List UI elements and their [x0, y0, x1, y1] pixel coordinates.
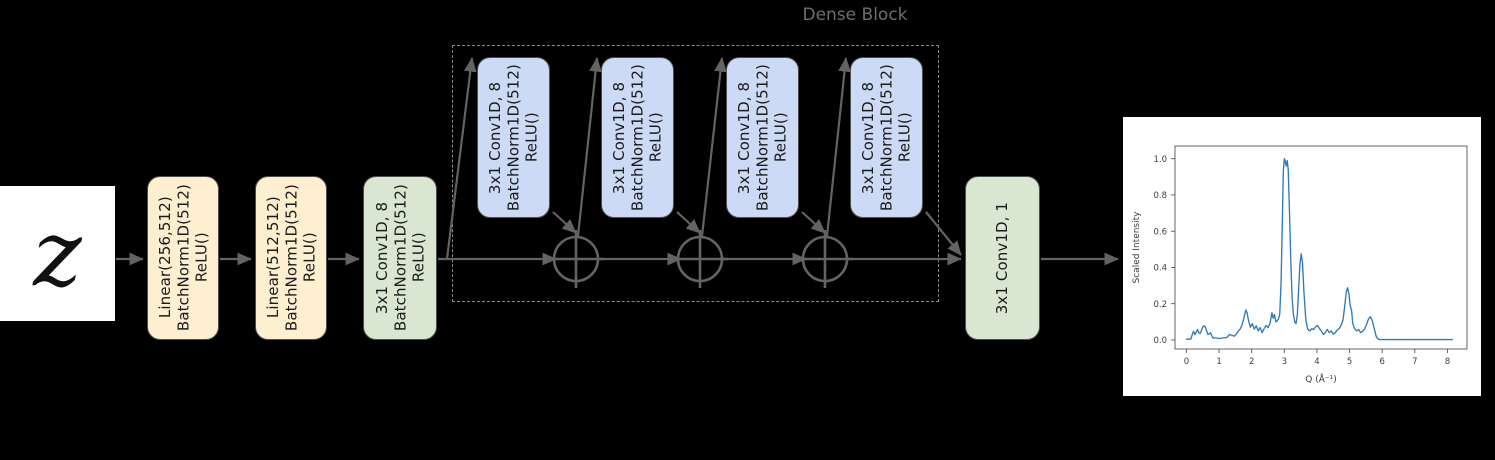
output-diffraction-chart: 0 1 2 3 4 5 6 7 8 0.0 0.2 0.4 0.6 0.8 1.0 Q (Å⁻¹) Scaled…: [1123, 117, 1481, 396]
layer-block-fc2[interactable]: Linear(512,512) BatchNorm1D(512) ReLU(): [255, 176, 327, 340]
chart-axes-frame: [1174, 145, 1468, 350]
x-tick-label: 6: [1379, 357, 1384, 367]
layer-block-fc1[interactable]: Linear(256,512) BatchNorm1D(512) ReLU(): [147, 176, 219, 340]
layer-block-dense-3[interactable]: 3x1 Conv1D, 8 BatchNorm1D(512) ReLU(): [726, 57, 799, 218]
layer-block-fc1-label: Linear(256,512) BatchNorm1D(512) ReLU(): [155, 184, 211, 332]
y-tick-label: 1.0: [1153, 155, 1167, 165]
layer-block-fc2-label: Linear(512,512) BatchNorm1D(512) ReLU(): [263, 184, 319, 332]
chart-canvas: 0 1 2 3 4 5 6 7 8 0.0 0.2 0.4 0.6 0.8 1.0 Q (Å⁻¹) Scaled…: [1132, 145, 1468, 385]
layer-block-dense-3-label: 3x1 Conv1D, 8 BatchNorm1D(512) ReLU(): [735, 63, 790, 212]
layer-block-dense-2[interactable]: 3x1 Conv1D, 8 BatchNorm1D(512) ReLU(): [601, 57, 674, 218]
chart-plot-area: 0 1 2 3 4 5 6 7 8 0.0 0.2 0.4 0.6 0.8 1.0 Q (Å⁻¹) Scaled…: [1132, 145, 1468, 385]
layer-block-dense-2-label: 3x1 Conv1D, 8 BatchNorm1D(512) ReLU(): [610, 63, 665, 212]
x-tick-label: 8: [1445, 357, 1450, 367]
latent-input-image: z: [0, 186, 115, 321]
y-axis-title: Scaled Intensity: [1132, 211, 1142, 284]
x-tick-label: 5: [1347, 357, 1352, 367]
y-tick-label: 0.2: [1153, 300, 1167, 310]
x-tick-label: 4: [1314, 357, 1319, 367]
layer-block-dense-1-label: 3x1 Conv1D, 8 BatchNorm1D(512) ReLU(): [486, 63, 541, 212]
latent-symbol: z: [33, 199, 82, 307]
layer-block-dense-1[interactable]: 3x1 Conv1D, 8 BatchNorm1D(512) ReLU(): [477, 57, 550, 218]
layer-block-dense-4-label: 3x1 Conv1D, 8 BatchNorm1D(512) ReLU(): [859, 63, 914, 212]
x-axis-title: Q (Å⁻¹): [1305, 373, 1336, 385]
y-tick-label: 0.8: [1153, 191, 1167, 201]
layer-block-conv-in[interactable]: 3x1 Conv1D, 8 BatchNorm1D(512) ReLU(): [363, 176, 437, 340]
y-tick-label: 0.4: [1153, 264, 1167, 274]
x-tick-label: 2: [1249, 357, 1254, 367]
y-tick-label: 0.0: [1153, 336, 1167, 346]
x-tick-label: 7: [1412, 357, 1417, 367]
layer-block-conv-in-label: 3x1 Conv1D, 8 BatchNorm1D(512) ReLU(): [372, 184, 428, 332]
y-tick-label: 0.6: [1153, 227, 1167, 237]
x-tick-label: 3: [1282, 357, 1287, 367]
dense-block-title: Dense Block: [802, 5, 908, 25]
layer-block-dense-4[interactable]: 3x1 Conv1D, 8 BatchNorm1D(512) ReLU(): [850, 57, 923, 218]
layer-block-conv-out-label: 3x1 Conv1D, 1: [993, 201, 1012, 315]
chart-series-line-0: [1185, 158, 1453, 341]
x-tick-label: 0: [1184, 357, 1189, 367]
x-tick-label: 1: [1216, 357, 1221, 367]
layer-block-conv-out[interactable]: 3x1 Conv1D, 1: [965, 176, 1040, 340]
